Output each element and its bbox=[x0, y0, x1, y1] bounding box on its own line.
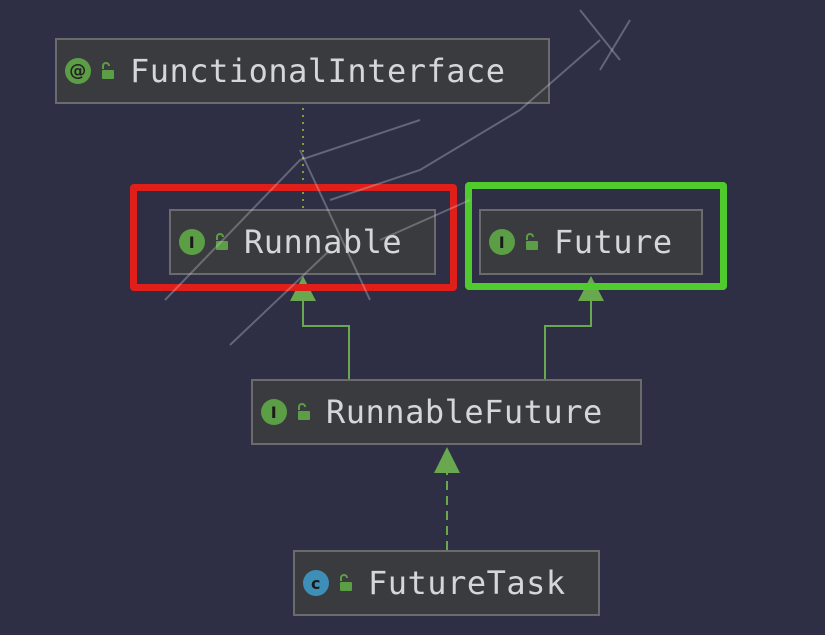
node-label: Future bbox=[554, 223, 673, 261]
node-label: RunnableFuture bbox=[326, 393, 603, 431]
class-badge-icon: c bbox=[303, 570, 329, 596]
node-functional-interface[interactable]: @ FunctionalInterface bbox=[55, 38, 550, 104]
edge-runnablefuture-future bbox=[544, 300, 592, 379]
highlight-box-future bbox=[465, 182, 727, 290]
node-future-task[interactable]: c FutureTask bbox=[293, 550, 600, 616]
node-runnable-future[interactable]: I RunnableFuture bbox=[251, 379, 642, 445]
unlocked-padlock-icon bbox=[524, 233, 540, 251]
annotation-badge-icon: @ bbox=[65, 58, 91, 84]
arrowhead-runnablefuture bbox=[434, 447, 460, 473]
highlight-box-runnable bbox=[130, 184, 457, 291]
interface-badge-icon: I bbox=[489, 229, 515, 255]
edge-runnablefuture-runnable bbox=[302, 300, 350, 379]
node-runnable[interactable]: I Runnable bbox=[169, 209, 436, 275]
unlocked-padlock-icon bbox=[100, 62, 116, 80]
interface-badge-icon: I bbox=[179, 229, 205, 255]
interface-badge-icon: I bbox=[261, 399, 287, 425]
unlocked-padlock-icon bbox=[338, 574, 354, 592]
node-label: Runnable bbox=[244, 223, 403, 261]
unlocked-padlock-icon bbox=[214, 233, 230, 251]
unlocked-padlock-icon bbox=[296, 403, 312, 421]
node-future[interactable]: I Future bbox=[479, 209, 703, 275]
node-label: FunctionalInterface bbox=[130, 52, 506, 90]
node-label: FutureTask bbox=[368, 564, 566, 602]
